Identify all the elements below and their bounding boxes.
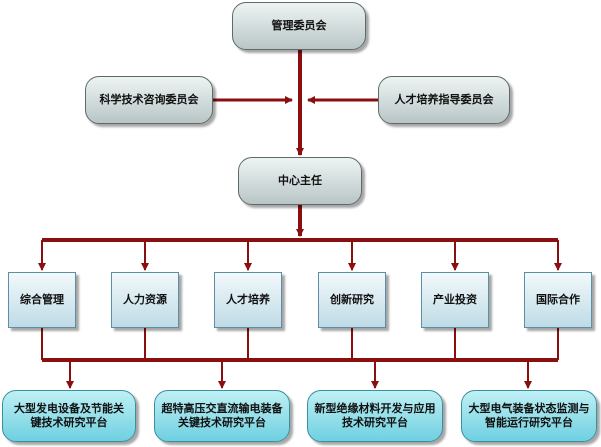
platform-power-generation: 大型发电设备及节能关键技术研究平台: [2, 390, 136, 442]
platform-label: 大型电气装备状态监测与智能运行研究平台: [468, 402, 590, 429]
dept-talent-training: 人才培养: [214, 272, 282, 328]
center-director-node: 中心主任: [238, 157, 362, 205]
dept-label: 产业投资: [433, 293, 477, 306]
dept-human-resources: 人力资源: [111, 272, 179, 328]
dept-label: 人力资源: [123, 293, 167, 306]
sci-tech-advisory-node: 科学技术咨询委员会: [85, 76, 213, 124]
dept-international-cooperation: 国际合作: [524, 272, 592, 328]
platform-insulation-materials: 新型绝缘材料开发与应用技术研究平台: [307, 390, 443, 442]
center-director-label: 中心主任: [278, 174, 322, 187]
platform-uhv-transmission: 超特高压交直流输电装备关键技术研究平台: [154, 390, 290, 442]
talent-guidance-node: 人才培养指导委员会: [378, 76, 510, 124]
dept-label: 综合管理: [20, 293, 64, 306]
talent-guidance-label: 人才培养指导委员会: [394, 93, 494, 106]
dept-industry-investment: 产业投资: [421, 272, 489, 328]
management-committee-label: 管理委员会: [271, 19, 327, 32]
dept-label: 人才培养: [226, 293, 270, 306]
dept-innovation-research: 创新研究: [318, 272, 386, 328]
dept-label: 创新研究: [330, 293, 374, 306]
dept-label: 国际合作: [536, 293, 580, 306]
management-committee-node: 管理委员会: [232, 2, 366, 50]
dept-general-management: 综合管理: [8, 272, 76, 328]
platform-label: 新型绝缘材料开发与应用技术研究平台: [314, 402, 436, 429]
platform-condition-monitoring: 大型电气装备状态监测与智能运行研究平台: [461, 390, 597, 442]
platform-label: 超特高压交直流输电装备关键技术研究平台: [161, 402, 283, 429]
platform-label: 大型发电设备及节能关键技术研究平台: [14, 402, 124, 429]
sci-tech-advisory-label: 科学技术咨询委员会: [99, 93, 199, 106]
